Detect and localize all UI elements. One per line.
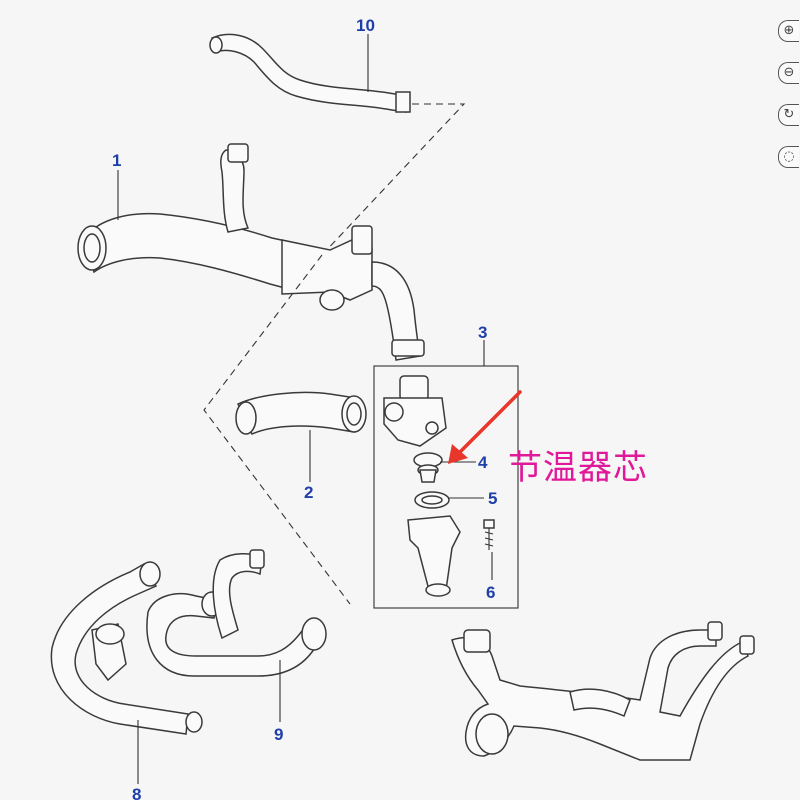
lower-right-pipe-assembly <box>451 621 755 761</box>
part-1-upper-hose <box>77 143 425 361</box>
callout-6: 6 <box>486 583 495 602</box>
callout-3: 3 <box>478 323 487 342</box>
callout-4: 4 <box>478 453 488 472</box>
thermostat-outlet-housing <box>407 515 461 597</box>
part-10-pipe <box>209 33 411 113</box>
part-4-thermostat-core <box>413 452 443 483</box>
callout-8: 8 <box>132 785 141 800</box>
dashed-link-10-1 <box>321 103 466 256</box>
dashed-link-1-2-9 <box>203 254 351 605</box>
part-3-thermostat-housing <box>383 375 447 447</box>
reset-icon[interactable]: ◌ <box>778 146 799 168</box>
thermostat-core-annotation: 节温器芯 <box>508 448 648 488</box>
part-2-elbow-hose <box>235 391 367 435</box>
part-8-lower-hose <box>50 561 203 735</box>
thermostat-group-box <box>373 365 519 609</box>
zoom-out-icon[interactable]: ⊖ <box>778 62 799 84</box>
part-6-bolt <box>483 519 495 550</box>
callout-1: 1 <box>112 151 121 170</box>
callout-10: 10 <box>356 16 375 35</box>
part-5-seal-ring <box>414 491 450 509</box>
callout-5: 5 <box>488 489 497 508</box>
annotation-arrow <box>448 390 522 464</box>
viewer-toolbar: ⊕ ⊖ ↻ ◌ <box>778 20 800 188</box>
callout-9: 9 <box>274 725 283 744</box>
rotate-icon[interactable]: ↻ <box>778 104 799 126</box>
zoom-in-icon[interactable]: ⊕ <box>778 20 799 42</box>
callout-2: 2 <box>304 483 313 502</box>
part-9-lower-hose <box>146 549 327 677</box>
